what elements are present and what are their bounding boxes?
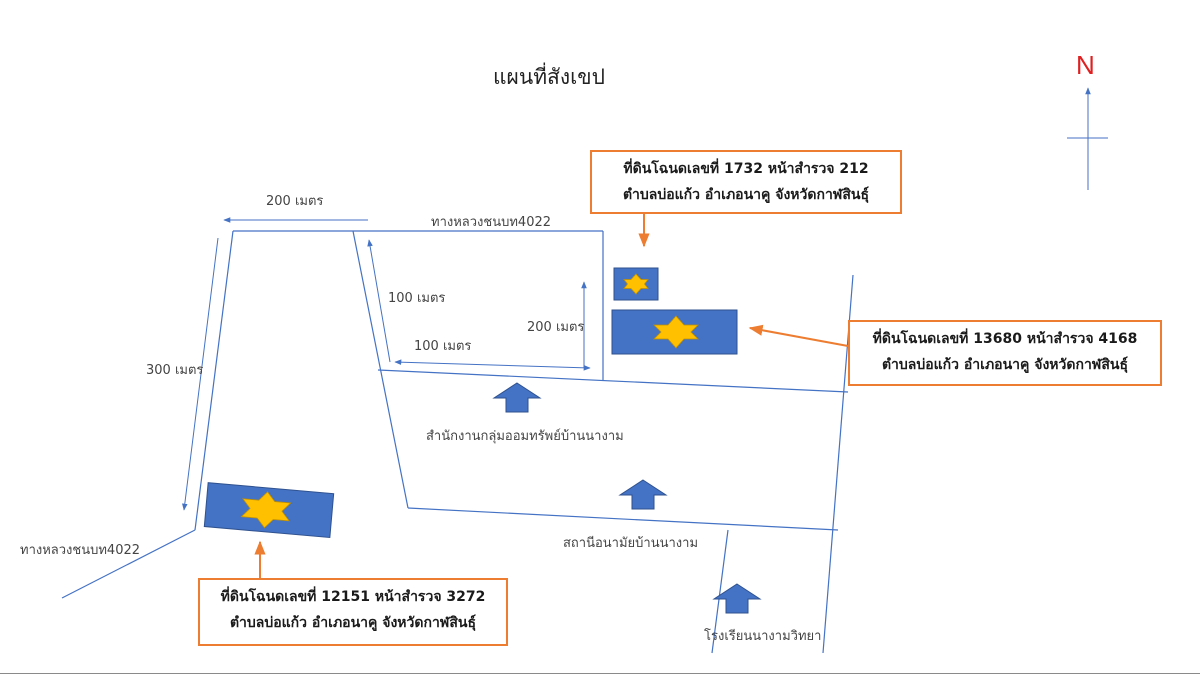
school-arrow-icon (712, 583, 762, 614)
callout-parcel-north-line1: ที่ดินโฉนดเลขที่ 1732 หน้าสำรวจ 212 (623, 161, 869, 177)
cooperative-office-arrow-icon (492, 382, 542, 413)
landmark-school: โรงเรียนนางามวิทยา (704, 629, 822, 644)
road-school-vertical (711, 529, 729, 654)
callout-east-pointer (748, 324, 849, 347)
road-middle-horizontal (377, 369, 849, 393)
distance-label-horizontal: 100 เมตร (414, 339, 472, 354)
star-icon (653, 315, 699, 349)
callout-parcel-east: ที่ดินโฉนดเลขที่ 13680 หน้าสำรวจ 4168 ตำ… (848, 320, 1162, 386)
north-label: N (1076, 50, 1095, 80)
parcel-east-marker (611, 309, 738, 355)
arrow-left-distance (182, 237, 219, 511)
distance-label-top: 200 เมตร (266, 194, 324, 209)
callout-parcel-north-line2: ตำบลบ่อแก้ว อำเภอนาคู จังหวัดกาฬสินธุ์ (622, 187, 870, 203)
page-bottom-divider (0, 673, 1200, 674)
callout-parcel-east-line2: ตำบลบ่อแก้ว อำเภอนาคู จังหวัดกาฬสินธุ์ (881, 357, 1129, 373)
health-station-arrow-icon (618, 479, 668, 510)
north-compass (1067, 87, 1108, 190)
roads (61, 230, 854, 654)
road-southwest-exit (61, 529, 196, 599)
star-icon (240, 491, 292, 529)
road-label-left: ทางหลวงชนบท4022 (20, 543, 141, 558)
distance-label-vertical: 200 เมตร (527, 320, 585, 335)
callout-parcel-southwest: ที่ดินโฉนดเลขที่ 12151 หน้าสำรวจ 3272 ตำ… (198, 578, 508, 646)
road-lower-horizontal (407, 507, 839, 531)
callout-parcel-east-line1: ที่ดินโฉนดเลขที่ 13680 หน้าสำรวจ 4168 (872, 331, 1138, 347)
callout-parcel-southwest-line1: ที่ดินโฉนดเลขที่ 12151 หน้าสำรวจ 3272 (220, 589, 486, 605)
landmark-health-station: สถานีอนามัยบ้านนางาม (563, 536, 699, 551)
parcel-north-marker (613, 267, 659, 301)
arrow-horizontal-distance (394, 359, 591, 371)
star-icon (623, 273, 649, 295)
map-title: แผนที่สังเขป (493, 65, 605, 89)
distance-label-left: 300 เมตร (146, 363, 204, 378)
callout-parcel-southwest-line2: ตำบลบ่อแก้ว อำเภอนาคู จังหวัดกาฬสินธุ์ (229, 615, 477, 631)
landmark-cooperative-office: สำนักงานกลุ่มออมทรัพย์บ้านนางาม (426, 429, 624, 444)
road-left (194, 230, 234, 531)
distance-arrows (182, 217, 591, 511)
callout-parcel-north: ที่ดินโฉนดเลขที่ 1732 หน้าสำรวจ 212 ตำบล… (590, 150, 902, 214)
arrow-diagonal-distance (367, 239, 391, 363)
distance-label-diagonal: 100 เมตร (388, 291, 446, 306)
parcel-southwest-marker (203, 482, 335, 539)
road-label-top: ทางหลวงชนบท4022 (431, 215, 552, 230)
road-inner-diagonal (352, 230, 409, 509)
